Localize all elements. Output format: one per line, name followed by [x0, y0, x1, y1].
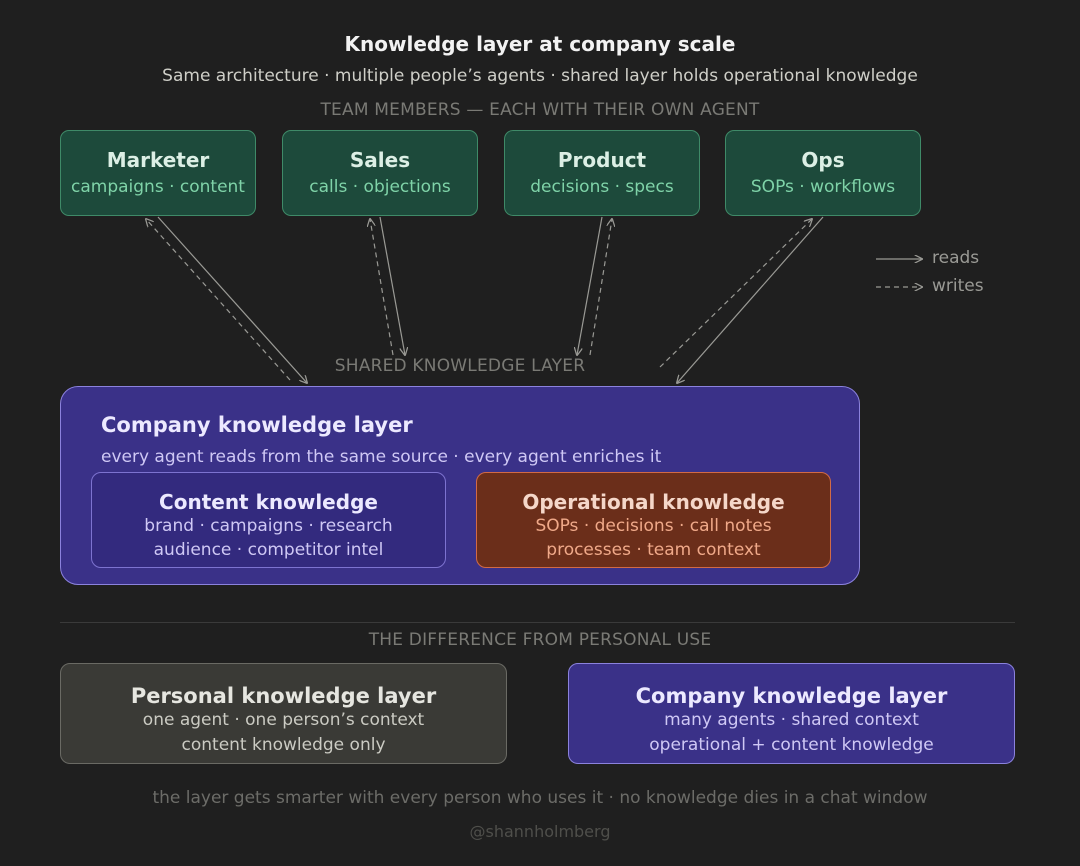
sales-read-arrow	[379, 216, 405, 355]
operational-knowledge-line: processes · team context	[546, 540, 761, 560]
footer-note: the layer gets smarter with every person…	[152, 788, 928, 808]
member-product: Product decisions · specs	[504, 130, 700, 216]
marketer-read-arrow	[157, 216, 307, 383]
ops-read-arrow	[677, 216, 824, 383]
member-name: Ops	[801, 148, 845, 172]
company-knowledge-layer-compare-box: Company knowledge layer many agents · sh…	[568, 663, 1015, 764]
marketer-write-arrow	[146, 219, 291, 381]
member-desc: campaigns · content	[71, 177, 245, 197]
personal-layer-line: content knowledge only	[181, 735, 386, 755]
section-divider	[60, 622, 1015, 623]
diagram-subtitle: Same architecture · multiple people’s ag…	[162, 66, 918, 86]
ops-write-arrow	[659, 219, 812, 368]
product-write-arrow	[589, 219, 612, 356]
legend-writes-label: writes	[932, 276, 984, 296]
company-layer-title: Company knowledge layer	[101, 413, 413, 437]
content-knowledge-title: Content knowledge	[159, 490, 378, 514]
member-sales: Sales calls · objections	[282, 130, 478, 216]
sales-write-arrow	[370, 219, 394, 356]
diagram-title: Knowledge layer at company scale	[344, 32, 736, 56]
personal-layer-title: Personal knowledge layer	[130, 684, 437, 708]
member-desc: decisions · specs	[530, 177, 674, 197]
content-knowledge-box: Content knowledge brand · campaigns · re…	[91, 472, 446, 568]
operational-knowledge-line: SOPs · decisions · call notes	[535, 516, 772, 536]
company-layer-desc: every agent reads from the same source ·…	[101, 447, 662, 467]
company-knowledge-layer-box: Company knowledge layer every agent read…	[60, 386, 860, 585]
member-name: Marketer	[106, 148, 210, 172]
legend-reads-label: reads	[932, 248, 980, 268]
member-ops: Ops SOPs · workflows	[725, 130, 921, 216]
author-credit: @shannholmberg	[469, 822, 611, 841]
member-desc: SOPs · workflows	[750, 177, 896, 197]
member-desc: calls · objections	[309, 177, 451, 197]
company-compare-line: many agents · shared context	[664, 710, 919, 730]
content-knowledge-line: brand · campaigns · research	[144, 516, 393, 536]
member-marketer: Marketer campaigns · content	[60, 130, 256, 216]
member-name: Sales	[349, 148, 411, 172]
company-compare-line: operational + content knowledge	[649, 735, 934, 755]
team-members-label: TEAM MEMBERS — EACH WITH THEIR OWN AGENT	[320, 100, 760, 120]
operational-knowledge-title: Operational knowledge	[522, 490, 785, 514]
difference-label: THE DIFFERENCE FROM PERSONAL USE	[368, 630, 712, 650]
personal-layer-line: one agent · one person’s context	[142, 710, 425, 730]
personal-knowledge-layer-box: Personal knowledge layer one agent · one…	[60, 663, 507, 764]
company-compare-title: Company knowledge layer	[635, 684, 948, 708]
product-read-arrow	[577, 216, 603, 355]
shared-layer-label: SHARED KNOWLEDGE LAYER	[334, 356, 586, 376]
operational-knowledge-box: Operational knowledge SOPs · decisions ·…	[476, 472, 831, 568]
content-knowledge-line: audience · competitor intel	[153, 540, 384, 560]
member-name: Product	[557, 148, 647, 172]
